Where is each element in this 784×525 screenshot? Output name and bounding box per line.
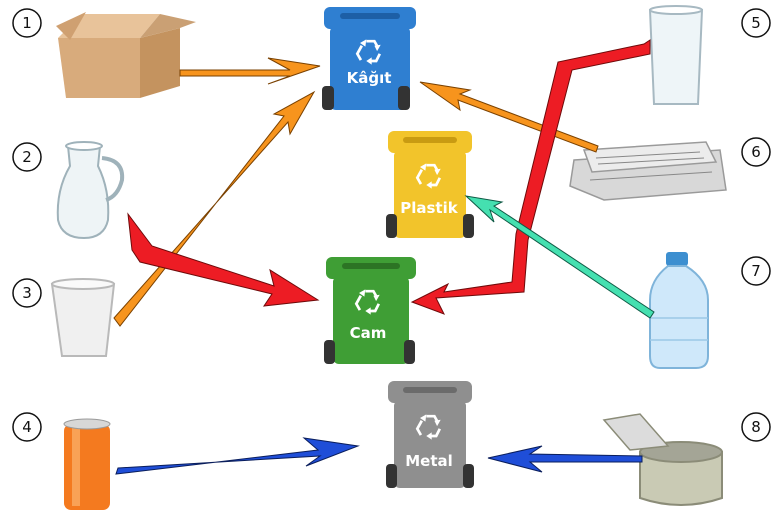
glass-jug-icon bbox=[56, 141, 125, 240]
number-2-label: 2 bbox=[22, 148, 32, 166]
bin-cam: Cam bbox=[324, 257, 416, 364]
number-6-label: 6 bbox=[751, 143, 761, 161]
number-badge-6: 6 bbox=[741, 137, 771, 167]
arrow-7-to-plastik bbox=[464, 195, 655, 319]
number-badge-4: 4 bbox=[12, 412, 42, 442]
bin-metal-wheel bbox=[386, 464, 397, 488]
bin-kagit-wheel bbox=[322, 86, 334, 110]
bin-metal-body bbox=[394, 400, 466, 488]
cardboard-box-icon bbox=[56, 12, 196, 98]
number-badge-8: 8 bbox=[741, 412, 771, 442]
number-badge-1: 1 bbox=[12, 8, 42, 38]
number-7-label: 7 bbox=[751, 262, 761, 280]
bin-plastik-wheel bbox=[463, 214, 474, 238]
bin-kagit-wheel bbox=[398, 86, 410, 110]
bin-cam-wheel bbox=[404, 340, 415, 364]
bin-kagit: Kâğıt bbox=[322, 7, 416, 110]
bin-metal-label: Metal bbox=[405, 452, 453, 470]
number-1-label: 1 bbox=[22, 14, 32, 32]
number-4-label: 4 bbox=[22, 418, 32, 436]
bin-plastik-wheel bbox=[386, 214, 397, 238]
plastic-bottle-icon bbox=[649, 252, 709, 369]
paper-cup-icon bbox=[50, 278, 116, 357]
bin-cam-handle bbox=[342, 263, 400, 269]
number-5-label: 5 bbox=[751, 14, 761, 32]
bin-plastik-body bbox=[394, 150, 466, 238]
bin-kagit-handle bbox=[340, 13, 400, 19]
bin-plastik-handle bbox=[403, 137, 457, 143]
soda-can-icon bbox=[63, 418, 111, 510]
arrow-1-to-kagit bbox=[179, 57, 321, 85]
tin-can-icon bbox=[602, 413, 723, 506]
bin-plastik: Plastik bbox=[386, 131, 474, 238]
bin-cam-body bbox=[333, 276, 409, 364]
number-3-label: 3 bbox=[22, 284, 32, 302]
bin-metal-handle bbox=[403, 387, 457, 393]
number-badge-3: 3 bbox=[12, 278, 42, 308]
bin-cam-label: Cam bbox=[350, 324, 387, 342]
bin-metal: Metal bbox=[386, 381, 474, 488]
bin-kagit-body bbox=[330, 26, 410, 110]
bin-metal-wheel bbox=[463, 464, 474, 488]
drinking-glass-icon bbox=[648, 5, 704, 105]
bin-kagit-label: Kâğıt bbox=[347, 69, 392, 87]
bin-cam-wheel bbox=[324, 340, 335, 364]
number-8-label: 8 bbox=[751, 418, 761, 436]
arrow-8-to-metal bbox=[487, 445, 643, 473]
number-badge-7: 7 bbox=[741, 256, 771, 286]
arrow-4-to-metal bbox=[115, 437, 360, 475]
arrow-5-to-cam bbox=[410, 39, 651, 315]
number-badge-5: 5 bbox=[741, 8, 771, 38]
number-badge-2: 2 bbox=[12, 142, 42, 172]
newspaper-icon bbox=[569, 141, 727, 201]
arrow-2-to-cam bbox=[127, 212, 320, 307]
bin-plastik-label: Plastik bbox=[400, 199, 458, 217]
